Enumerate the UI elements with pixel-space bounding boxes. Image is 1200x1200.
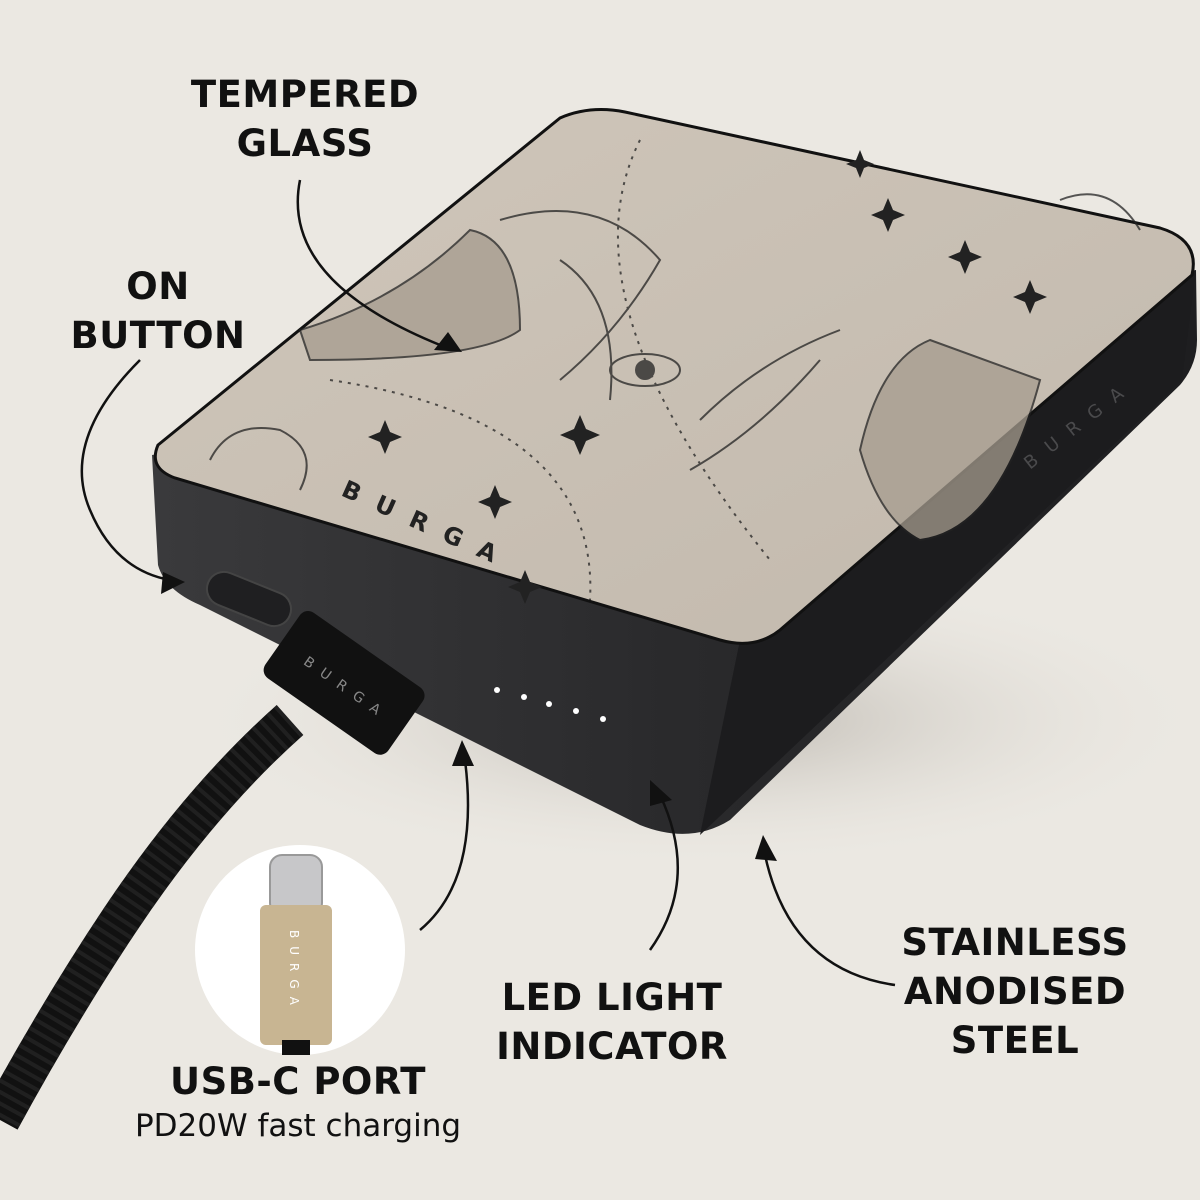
label-line: STEEL [950,1019,1080,1062]
label-line: GLASS [236,122,374,165]
brand-logo-plug: BURGA [287,930,301,1013]
led-indicator-label: LED LIGHT INDICATOR [482,973,742,1071]
label-line: ANODISED [903,970,1127,1013]
led-dot [600,716,606,722]
on-button-label: ON BUTTON [58,262,258,360]
led-dot [573,708,579,714]
usb-c-plug-cable [282,1040,310,1055]
led-indicator [494,687,606,722]
usb-c-title: USB-C PORT [170,1060,426,1103]
cable-braid [0,705,304,1130]
tempered-glass-label: TEMPERED GLASS [185,70,425,168]
label-line: INDICATOR [496,1025,728,1068]
label-line: ON [126,265,190,308]
arrow-heads [161,332,777,861]
usb-c-subtitle: PD20W fast charging [134,1108,462,1144]
steel-label: STAINLESS ANODISED STEEL [895,918,1135,1065]
label-line: TEMPERED [190,73,420,116]
label-line: LED LIGHT [501,976,723,1019]
label-line: STAINLESS [901,921,1129,964]
led-dot [494,687,500,693]
usb-c-plug-housing [260,905,332,1045]
star-decorations [368,150,1047,604]
artwork [209,139,1141,601]
usb-c-label: USB-C PORT PD20W fast charging [118,1057,478,1146]
label-line: BUTTON [70,314,246,357]
led-dot [546,701,552,707]
callout-arrows [80,179,896,987]
led-dot [521,694,527,700]
on-button[interactable] [202,567,296,631]
power-bank-side [700,270,1196,835]
